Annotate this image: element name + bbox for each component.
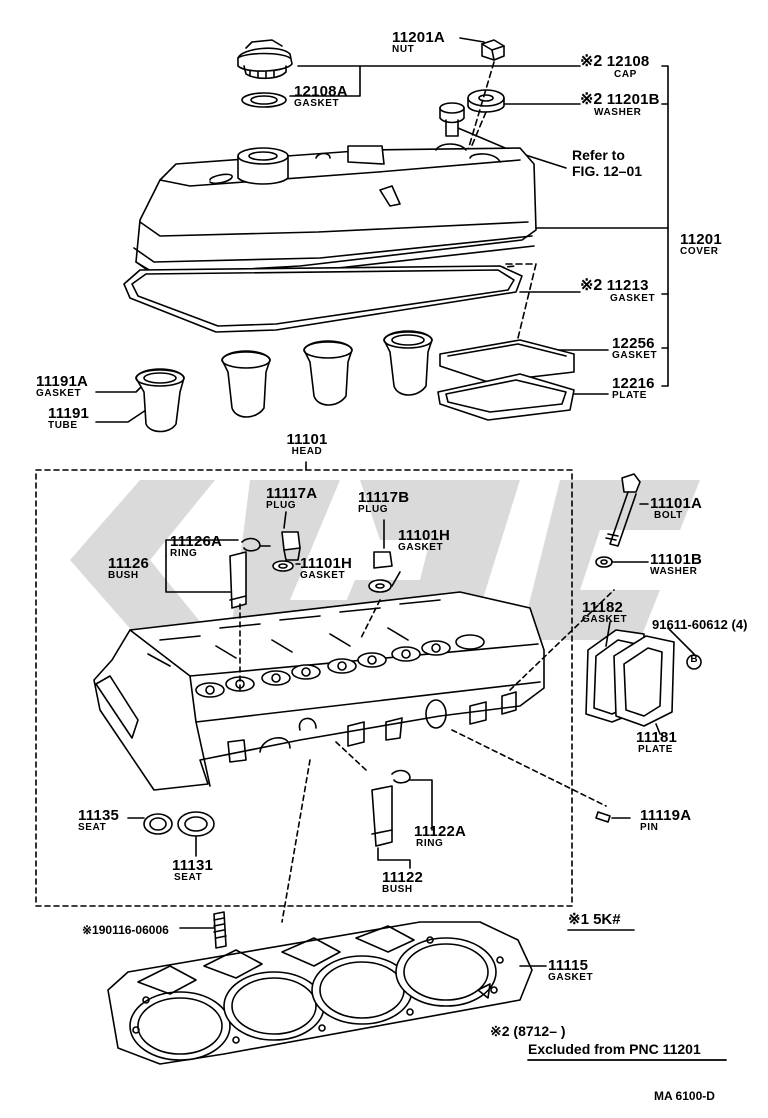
gasket-h2-drawing (368, 579, 392, 593)
label-stud: ※190116-06006 (82, 923, 169, 937)
nut-drawing (481, 39, 505, 61)
label-11101: 11101 HEAD (286, 431, 328, 457)
gasket-h1-drawing (272, 560, 294, 572)
note-5k: ※1 5K# (568, 911, 621, 928)
head-gasket-drawing (107, 921, 533, 1065)
label-11117b: 11117B PLUG (358, 489, 410, 515)
plug-b-drawing (373, 551, 393, 569)
label-11117a: 11117A PLUG (266, 485, 318, 511)
label-refer: Refer to FIG. 12–01 (572, 147, 643, 179)
label-11122: 11122 BUSH (382, 869, 424, 895)
side-plate-drawing (585, 629, 675, 727)
label-11131: 11131 SEAT (172, 857, 214, 883)
pin-drawing (595, 811, 611, 823)
label-11101h-1: 11101H GASKET (300, 555, 353, 581)
label-11115: 11115 GASKET (548, 957, 594, 983)
washer-drawing (467, 89, 505, 113)
cylinder-head-drawing (93, 591, 545, 791)
head-bolt-drawing (605, 473, 641, 547)
cap-gasket-drawing (241, 92, 287, 108)
label-11126a: 11126A RING (170, 533, 223, 559)
label-11101h-2: 11101H GASKET (398, 527, 451, 553)
ring-b-drawing (391, 769, 411, 784)
cap-drawing (237, 39, 293, 80)
label-11101a: 11101A BOLT (650, 495, 703, 521)
label-11119a: 11119A PIN (640, 807, 692, 833)
label-11126: 11126 BUSH (108, 555, 150, 581)
label-11135: 11135 SEAT (78, 807, 120, 833)
valve-cover-drawing (133, 143, 537, 277)
label-11181: 11181 PLATE (636, 729, 678, 755)
label-12256: 12256 GASKET (612, 335, 658, 361)
label-11201b: ※2 11201B WASHER (580, 91, 660, 118)
seats-drawing (127, 811, 215, 857)
label-11101b: 11101B WASHER (650, 551, 703, 577)
plug-a-drawing (281, 531, 301, 561)
label-91611: 91611-60612 (4) (652, 617, 748, 632)
label-11191a: 11191A GASKET (36, 373, 89, 399)
label-11213: ※2 11213 GASKET (580, 277, 656, 304)
note-excluded: ※2 (8712– ) Excluded from PNC 11201 (490, 1023, 701, 1057)
label-11191: 11191 TUBE (48, 405, 90, 431)
head-washer-drawing (595, 556, 613, 568)
label-12216: 12216 PLATE (612, 375, 655, 401)
stud-drawing (213, 911, 227, 949)
bolt-top-drawing (439, 102, 465, 137)
b-marker: B (690, 654, 698, 665)
b-marker-circle (686, 654, 702, 670)
bush-a-drawing (229, 551, 247, 609)
footer-code: MA 6100-D (654, 1089, 715, 1103)
label-12108: ※2 12108 CAP (580, 53, 650, 80)
label-11201: 11201 COVER (680, 231, 722, 257)
bush-b-drawing (371, 785, 393, 847)
label-11201a: 11201A NUT (392, 29, 445, 55)
plug-tubes-drawing (135, 330, 433, 433)
label-12108a: 12108A GASKET (294, 83, 348, 109)
label-11182: 11182 GASKET (582, 599, 628, 625)
cover-gasket-drawing (123, 265, 523, 333)
label-11122a: 11122A RING (414, 823, 467, 849)
baffle-plate-drawing (437, 339, 575, 421)
